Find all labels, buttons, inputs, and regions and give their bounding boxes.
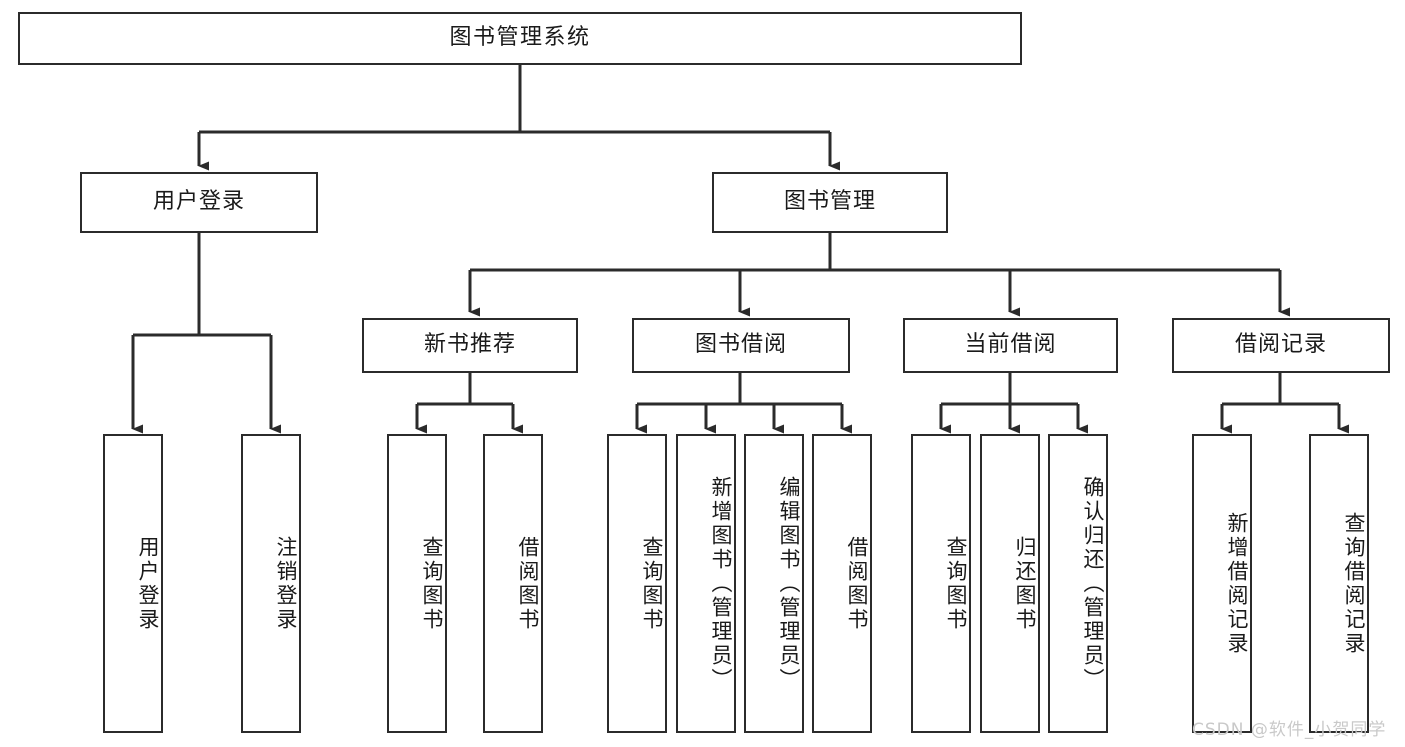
leaf-query-book-borrow[interactable]: 查询图书 <box>607 434 667 733</box>
leaf-user-login[interactable]: 用户登录 <box>103 434 163 733</box>
node-label: 用户登录 <box>152 189 245 215</box>
node-label: 图书管理系统 <box>449 25 591 51</box>
node-label: 借阅图书 <box>845 535 869 632</box>
node-label: 新增图书（管理员） <box>709 475 733 692</box>
node-label: 用户登录 <box>136 535 160 632</box>
node-label: 查询图书 <box>420 535 444 632</box>
node-label: 图书借阅 <box>694 332 787 358</box>
leaf-edit-book-admin[interactable]: 编辑图书（管理员） <box>744 434 804 733</box>
leaf-query-book-current[interactable]: 查询图书 <box>911 434 971 733</box>
node-label: 新增借阅记录 <box>1225 511 1249 656</box>
leaf-query-borrow-record[interactable]: 查询借阅记录 <box>1309 434 1369 733</box>
node-borrow-record[interactable]: 借阅记录 <box>1172 318 1390 373</box>
leaf-borrow-book-recommend[interactable]: 借阅图书 <box>483 434 543 733</box>
node-user-login[interactable]: 用户登录 <box>80 172 318 233</box>
node-book-management[interactable]: 图书管理 <box>712 172 948 233</box>
node-label: 归还图书 <box>1013 535 1037 632</box>
leaf-add-book-admin[interactable]: 新增图书（管理员） <box>676 434 736 733</box>
node-label: 借阅记录 <box>1234 332 1327 358</box>
leaf-confirm-return-admin[interactable]: 确认归还（管理员） <box>1048 434 1108 733</box>
node-label: 确认归还（管理员） <box>1081 475 1105 692</box>
node-label: 查询图书 <box>640 535 664 632</box>
leaf-add-borrow-record[interactable]: 新增借阅记录 <box>1192 434 1252 733</box>
leaf-logout[interactable]: 注销登录 <box>241 434 301 733</box>
node-current-borrow[interactable]: 当前借阅 <box>903 318 1118 373</box>
node-book-borrow[interactable]: 图书借阅 <box>632 318 850 373</box>
leaf-borrow-book[interactable]: 借阅图书 <box>812 434 872 733</box>
node-label: 查询借阅记录 <box>1342 511 1366 656</box>
leaf-return-book[interactable]: 归还图书 <box>980 434 1040 733</box>
node-label: 查询图书 <box>944 535 968 632</box>
node-label: 注销登录 <box>274 535 298 632</box>
node-label: 借阅图书 <box>516 535 540 632</box>
node-label: 当前借阅 <box>964 332 1057 358</box>
node-label: 新书推荐 <box>423 332 516 358</box>
leaf-query-book-recommend[interactable]: 查询图书 <box>387 434 447 733</box>
node-label: 图书管理 <box>783 189 876 215</box>
node-label: 编辑图书（管理员） <box>777 475 801 692</box>
node-root-system[interactable]: 图书管理系统 <box>18 12 1022 65</box>
node-new-book-recommend[interactable]: 新书推荐 <box>362 318 578 373</box>
